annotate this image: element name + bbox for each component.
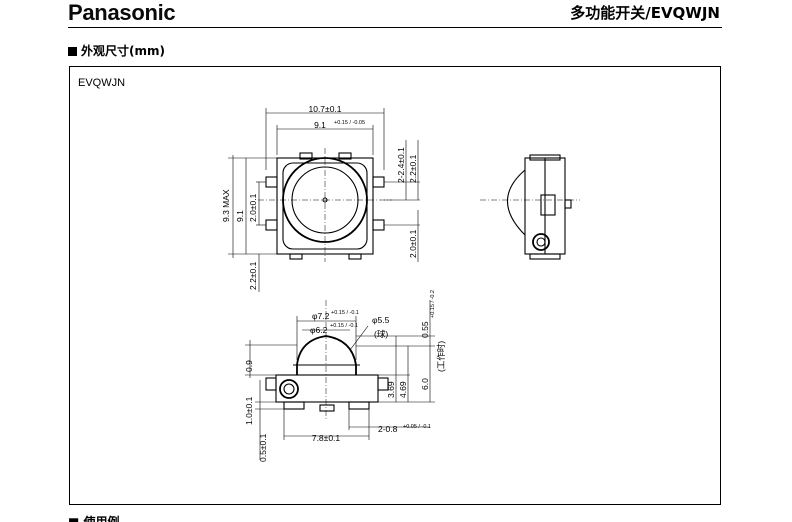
dim-dia-outer-tol: +0.15 / -0.1 xyxy=(331,310,359,316)
dim-pad-span: 7.8±0.1 xyxy=(312,433,341,443)
next-section-heading: ■ 使用例 xyxy=(68,515,120,522)
dim-pad-w: 2-0.8 xyxy=(378,424,398,434)
dim-right-upper-a: 2-2.4±0.1 xyxy=(396,147,406,183)
dim-width-overall: 10.7±0.1 xyxy=(308,104,341,114)
document-title: 多功能开关/EVQWJN xyxy=(570,4,720,22)
dim-base-h: 1.0±0.1 xyxy=(244,396,254,425)
side-view xyxy=(480,154,580,260)
drawing-frame xyxy=(69,66,721,505)
top-view: 10.7±0.1 9.1 +0.15 / -0.05 9.3 MAX 9.1 2… xyxy=(221,104,420,292)
dim-width-body-tol: +0.15 / -0.05 xyxy=(334,120,365,126)
dim-h-a: 3.69 xyxy=(386,381,396,398)
dim-sphere-note: (球) xyxy=(374,329,388,339)
dim-right-upper-b: 2.2±0.1 xyxy=(408,154,418,183)
dim-top-gap-tol: +0.15 / -0.2 xyxy=(430,290,436,318)
section-marker-icon xyxy=(68,47,77,56)
dim-height-body: 9.1 xyxy=(235,210,245,222)
dim-pad-w-tol: +0.05 / -0.1 xyxy=(403,424,431,430)
dim-width-body: 9.1 xyxy=(314,120,326,130)
header-rule xyxy=(68,27,722,28)
dim-h-total: 6.0 xyxy=(420,378,430,390)
dim-sphere-dia: φ5.5 xyxy=(372,315,390,325)
front-view: φ7.2 +0.15 / -0.1 φ6.2 +0.15 / -0.1 φ5.5… xyxy=(244,290,446,462)
page-header: Panasonic 多功能开关/EVQWJN xyxy=(0,0,792,30)
dim-dia-outer: φ7.2 xyxy=(312,311,330,321)
dim-h-b: 4.69 xyxy=(398,381,408,398)
dim-left-pitch: 2.0±0.1 xyxy=(248,193,258,222)
dim-base-thk: 0.5±0.1 xyxy=(258,433,268,462)
dim-right-lower: 2.0±0.1 xyxy=(408,229,418,258)
dim-travel-note: (工作时) xyxy=(436,341,446,372)
section-heading: 外观尺寸(mm) xyxy=(68,42,165,59)
brand-logo: Panasonic xyxy=(68,0,176,25)
dim-height-max: 9.3 MAX xyxy=(221,189,231,222)
model-label: EVQWJN xyxy=(78,77,126,89)
dim-dia-inner: φ6.2 xyxy=(310,325,328,335)
dim-dia-inner-tol: +0.15 / -0.1 xyxy=(330,323,358,329)
dim-top-gap: 0.55 xyxy=(420,321,430,338)
section-label: 外观尺寸(mm) xyxy=(81,44,165,58)
dim-left-gap: 0.9 xyxy=(244,360,254,372)
dim-bottom-offset: 2.2±0.1 xyxy=(248,261,258,290)
